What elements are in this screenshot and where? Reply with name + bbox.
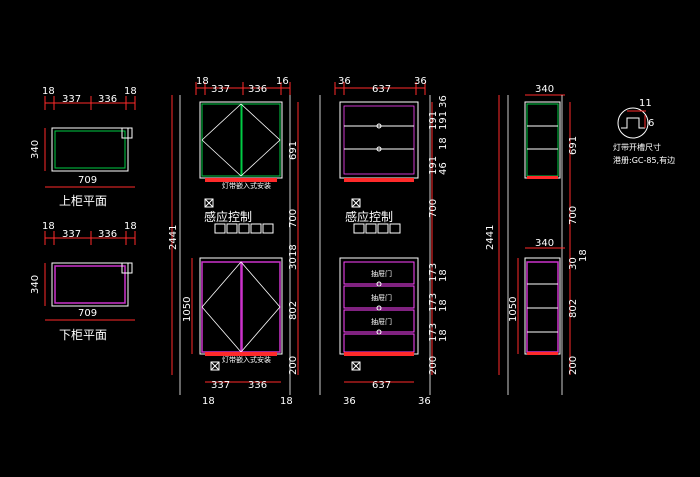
elev2-right-bottom-5: 173 xyxy=(428,323,439,342)
upper-plan-title: 上柜平面 xyxy=(59,194,107,208)
elev2-right-bottom-1: 173 xyxy=(428,263,439,282)
elev1-top-dim-3: 336 xyxy=(248,84,267,95)
note-line-1: 灯带开槽尺寸 xyxy=(613,142,661,152)
elev2-right-bottom-2: 18 xyxy=(438,269,449,282)
elev1-bottom-dim-1: 337 xyxy=(211,380,230,391)
lower-plan-dim-a: 337 xyxy=(62,229,81,240)
elev2-top-dim-2: 637 xyxy=(372,84,391,95)
elev2-drawer-label-2: 抽屉门 xyxy=(371,293,392,302)
upper-cabinet-plan: 18 337 336 18 340 709 上柜平面 xyxy=(30,86,137,208)
elev2-right-mid: 700 xyxy=(428,199,439,218)
elev2-bottom-dim-right: 36 xyxy=(418,396,431,407)
elev1-bottom-dim-3: 18 xyxy=(202,396,215,407)
elev2-right-bottom-7: 200 xyxy=(428,356,439,375)
elev2-bottom-dim-left: 36 xyxy=(343,396,356,407)
side-lower-height: 1050 xyxy=(508,297,519,322)
upper-plan-total: 709 xyxy=(78,175,97,186)
elev2-sensor-boxes xyxy=(353,223,401,234)
lower-cabinet-plan: 18 337 336 18 340 709 下柜平面 xyxy=(30,221,137,342)
elev2-right-top-1: 36 xyxy=(438,95,449,108)
upper-plan-dim-right: 18 xyxy=(124,86,137,97)
elev2-right-top-4: 191 xyxy=(428,156,439,175)
side-right-dim-6: 200 xyxy=(568,356,579,375)
lower-plan-dim-b: 336 xyxy=(98,229,117,240)
elev1-bottom-dim-4: 18 xyxy=(280,396,293,407)
lower-plan-dim-right: 18 xyxy=(124,221,137,232)
elev1-bottom-dim-2: 336 xyxy=(248,380,267,391)
note-dim-depth: 6 xyxy=(648,118,654,129)
elev1-right-dim-1: 691 xyxy=(288,141,299,160)
elev1-sensor-boxes xyxy=(214,223,274,234)
elev2-right-top-6: 46 xyxy=(438,162,449,175)
light-strip-note: 11 6 灯带开槽尺寸 港册:GC-85,有边 xyxy=(613,98,675,165)
elev2-drawer-label-3: 抽屉门 xyxy=(371,317,392,326)
side-height-total: 2441 xyxy=(485,225,496,250)
elev2-right-bottom-6: 18 xyxy=(438,329,449,342)
elev1-right-dim-6: 200 xyxy=(288,356,299,375)
lower-plan-dim-left: 18 xyxy=(42,221,55,232)
upper-plan-dim-b: 336 xyxy=(98,94,117,105)
upper-plan-dim-a: 337 xyxy=(62,94,81,105)
elev1-right-dim-4: 18 xyxy=(288,244,299,257)
side-right-dim-5: 802 xyxy=(568,299,579,318)
elevation-doors: 18 337 336 16 灯带嵌入式安装 感应控制 灯带嵌入式 xyxy=(168,76,299,407)
upper-plan-dim-left: 18 xyxy=(42,86,55,97)
side-mid-dim: 340 xyxy=(535,238,554,249)
lower-plan-title: 下柜平面 xyxy=(59,328,107,342)
elev2-right-bottom-4: 18 xyxy=(438,299,449,312)
elev1-sensor-label: 感应控制 xyxy=(204,209,252,224)
elevation-drawers: 36 637 36 感应控制 抽屉门 抽屉门 xyxy=(319,76,449,407)
note-line-2: 港册:GC-85,有边 xyxy=(613,155,675,165)
elev1-top-dim-2: 337 xyxy=(211,84,230,95)
elev2-drawer-label-1: 抽屉门 xyxy=(371,269,392,278)
lower-plan-total: 709 xyxy=(78,308,97,319)
note-dim-width: 11 xyxy=(639,98,652,109)
elev2-top-dim-3: 36 xyxy=(414,76,427,87)
lower-plan-depth: 340 xyxy=(30,275,41,294)
elev1-height-total: 2441 xyxy=(168,225,179,250)
elev2-right-top-3: 191 xyxy=(438,111,449,130)
side-top-dim: 340 xyxy=(535,84,554,95)
side-elevation: 340 340 2441 1050 691 700 30 18 802 200 xyxy=(485,84,589,395)
elev1-strip-label-top: 灯带嵌入式安装 xyxy=(222,181,271,190)
elev1-top-dim-4: 16 xyxy=(276,76,289,87)
upper-plan-depth: 340 xyxy=(30,140,41,159)
elev1-lower-height: 1050 xyxy=(182,297,193,322)
side-right-dim-1: 691 xyxy=(568,136,579,155)
elev1-right-dim-3: 30 xyxy=(288,257,299,270)
elev2-top-dim-1: 36 xyxy=(338,76,351,87)
elev2-bottom-dim: 637 xyxy=(372,380,391,391)
side-right-dim-3: 30 xyxy=(568,257,579,270)
elev2-right-top-5: 18 xyxy=(438,137,449,150)
elev1-right-dim-2: 700 xyxy=(288,209,299,228)
elev1-strip-label-bottom: 灯带嵌入式安装 xyxy=(222,355,271,364)
elev2-right-top-2: 191 xyxy=(428,111,439,130)
elev2-sensor-label: 感应控制 xyxy=(345,209,393,224)
elev2-right-bottom-3: 173 xyxy=(428,293,439,312)
side-right-dim-2: 700 xyxy=(568,206,579,225)
elev1-top-dim-1: 18 xyxy=(196,76,209,87)
elev1-right-dim-5: 802 xyxy=(288,301,299,320)
side-right-dim-4: 18 xyxy=(578,249,589,262)
